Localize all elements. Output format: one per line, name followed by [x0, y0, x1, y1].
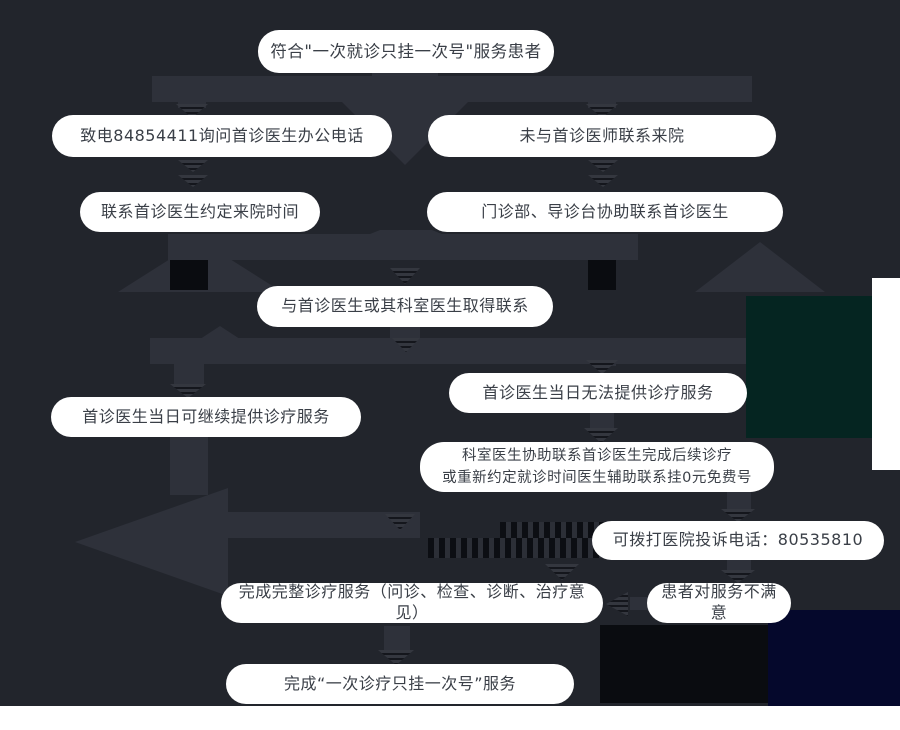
connector-band-feedback — [630, 597, 648, 610]
connector-band-top — [152, 76, 752, 102]
node-schedule-visit-time: 联系首诊医生约定来院时间 — [80, 192, 320, 232]
node-contact-established: 与首诊医生或其科室医生取得联系 — [257, 286, 553, 327]
navy-patch — [768, 610, 900, 706]
connector-band-converge — [168, 234, 638, 260]
connector-stem-hotline — [727, 491, 751, 510]
node-arrive-without-contact: 未与首诊医师联系来院 — [428, 115, 776, 157]
node-outpatient-desk-assist: 门诊部、导诊台协助联系首诊医生 — [427, 192, 783, 232]
connector-stem-final — [384, 626, 410, 650]
node-patient-unsatisfied: 患者对服务不满意 — [647, 582, 791, 623]
node-complaint-hotline: 可拨打医院投诉电话：80535810 — [592, 521, 884, 560]
connector-drop-left — [178, 98, 206, 108]
connector-stem-dept — [590, 413, 614, 430]
striped-band — [428, 538, 613, 558]
connector-drop-available — [174, 364, 204, 386]
black-patch — [600, 625, 770, 703]
node-eligible-patient: 符合"一次就诊只挂一次号"服务患者 — [258, 30, 554, 73]
black-patch — [170, 260, 208, 290]
node-service-completed: 完成“一次诊疗只挂一次号”服务 — [226, 664, 574, 704]
connector-band-branch — [150, 338, 752, 364]
black-patch — [588, 260, 616, 290]
connector-stem-branch — [390, 327, 420, 341]
bottom-white-edge — [0, 706, 900, 730]
right-white-edge — [872, 278, 900, 470]
node-complete-full-treatment: 完成完整诊疗服务（问诊、检查、诊断、治疗意见） — [221, 582, 603, 623]
lower-left-connector — [75, 488, 420, 596]
striped-band — [500, 522, 615, 538]
connector-drop-right — [588, 98, 616, 108]
node-doctor-available-today: 首诊医生当日可继续提供诊疗服务 — [51, 397, 361, 437]
connector-stem-down-left — [170, 437, 208, 495]
node-doctor-unavailable-today: 首诊医生当日无法提供诊疗服务 — [449, 373, 747, 413]
node-call-office-phone: 致电84854411询问首诊医生办公电话 — [52, 115, 392, 157]
node-dept-assist-followup: 科室医生协助联系首诊医生完成后续诊疗 或重新约定就诊时间医生辅助联系挂0元免费号 — [420, 442, 774, 492]
teal-patch — [746, 296, 872, 438]
connector-stem-unsatisfied — [727, 560, 751, 572]
